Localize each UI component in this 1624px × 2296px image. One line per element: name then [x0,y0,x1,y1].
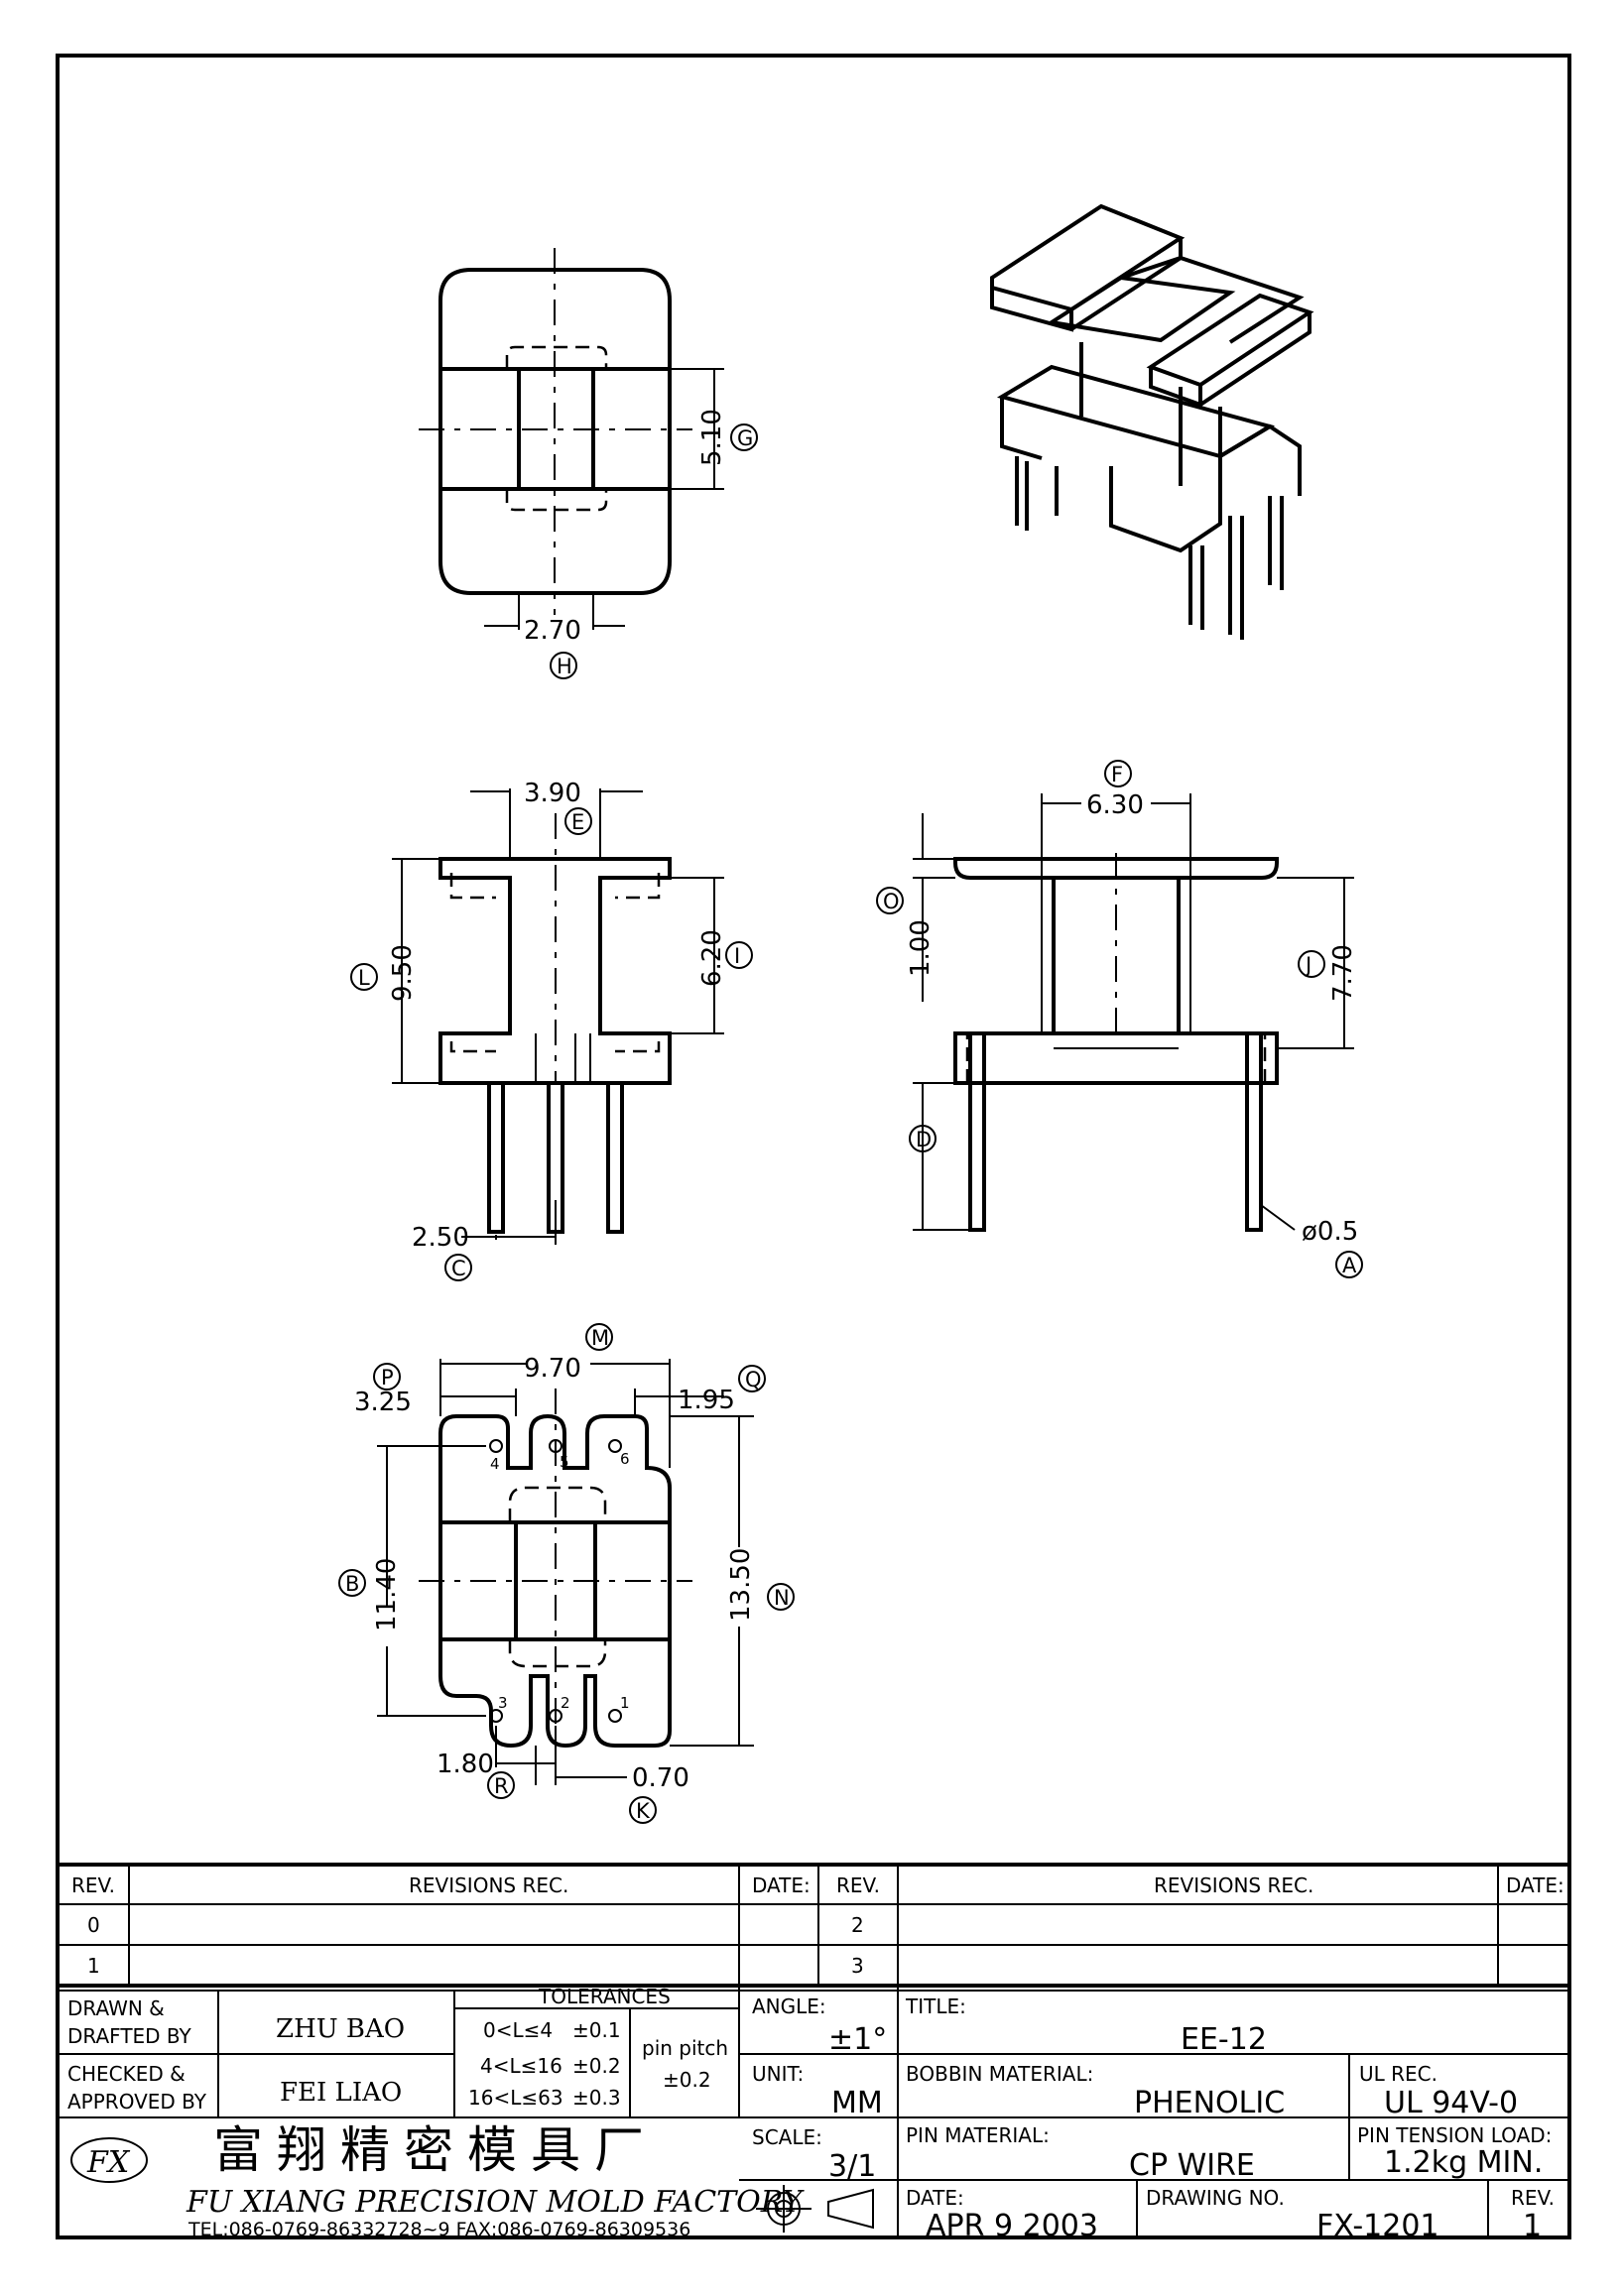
front-view [392,788,724,1245]
isometric-view [990,203,1314,640]
top-view [419,248,724,630]
title-block-grid [58,1863,1569,2237]
bottom-view [377,1359,754,1785]
side-view [913,793,1354,1232]
drawing-border [56,54,1571,2239]
